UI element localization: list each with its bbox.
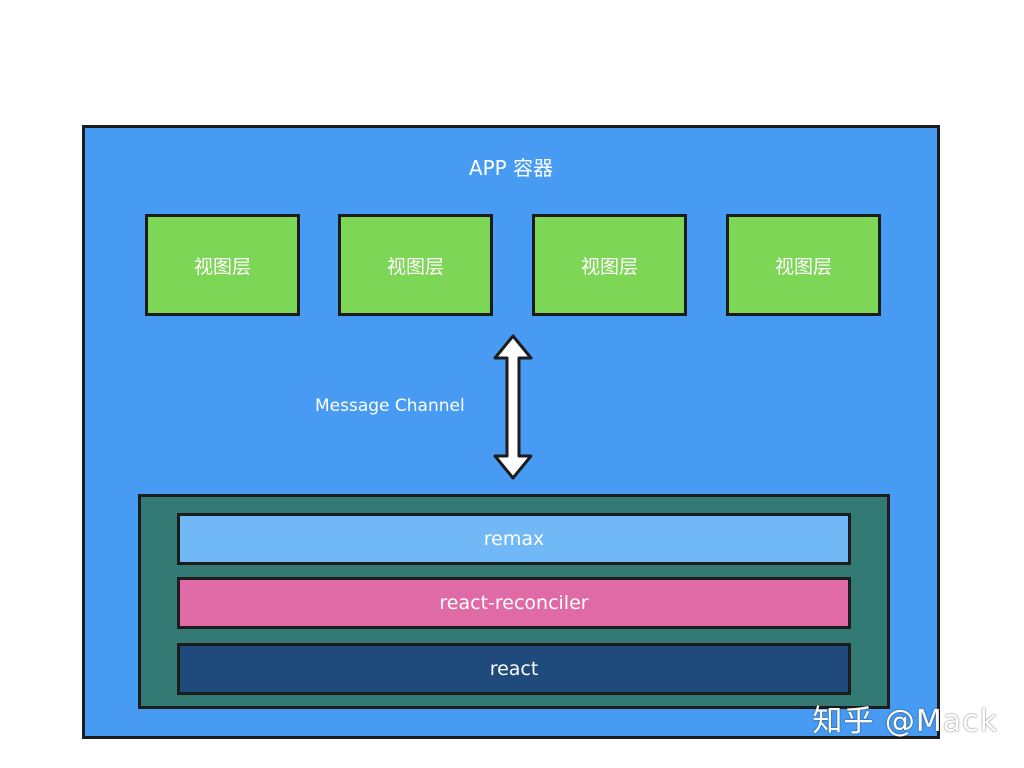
view-layer-label: 视图层 — [774, 255, 832, 278]
view-layer-box: 视图层 — [532, 214, 687, 316]
view-layer-box: 视图层 — [145, 214, 300, 316]
runtime-stack-container: remax react-reconciler react — [138, 494, 890, 709]
app-container: APP 容器 视图层 视图层 视图层 视图层 Message Channel r… — [82, 125, 940, 739]
remax-label: remax — [483, 528, 545, 550]
view-layer-label: 视图层 — [193, 255, 251, 278]
app-container-title: APP 容器 — [468, 156, 554, 180]
double-headed-vertical-arrow-icon — [493, 334, 533, 480]
react-reconciler-layer: react-reconciler — [177, 577, 851, 629]
watermark: 知乎 @Mack — [812, 704, 998, 739]
react-layer: react — [177, 643, 851, 695]
view-layer-label: 视图层 — [386, 255, 444, 278]
react-label: react — [489, 658, 539, 680]
view-layer-label: 视图层 — [580, 255, 638, 278]
view-layer-box: 视图层 — [726, 214, 881, 316]
view-layer-box: 视图层 — [338, 214, 493, 316]
message-channel-label: Message Channel — [315, 396, 465, 416]
remax-layer: remax — [177, 513, 851, 565]
react-reconciler-label: react-reconciler — [439, 592, 589, 614]
